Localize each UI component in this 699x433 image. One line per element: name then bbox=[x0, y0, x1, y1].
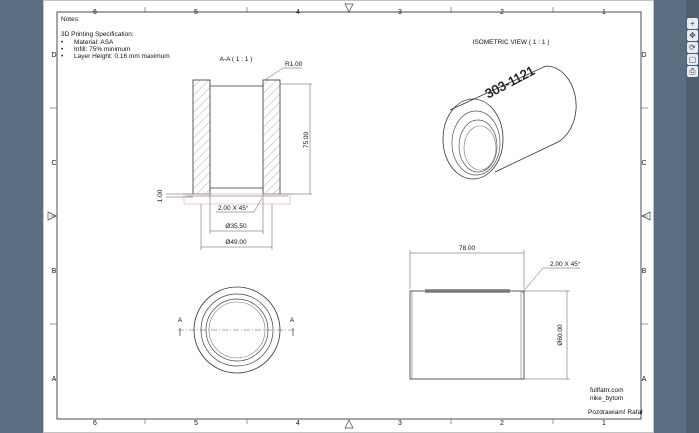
side-view-body bbox=[409, 290, 525, 380]
row-label-b-right: B bbox=[642, 268, 647, 275]
center-mark-top bbox=[344, 3, 354, 13]
left-gutter bbox=[0, 0, 43, 433]
iso-front-face bbox=[442, 98, 504, 180]
col-label-5-top: 5 bbox=[194, 9, 198, 16]
notes-item-layer: Layer Height: 0.16 mm maximum bbox=[74, 53, 170, 60]
dim-outer-dia: Ø49.00 bbox=[225, 239, 247, 246]
col-label-4-top: 4 bbox=[296, 9, 300, 16]
svg-text:•: • bbox=[61, 53, 64, 60]
front-view: A A bbox=[178, 286, 296, 374]
center-mark-right bbox=[641, 211, 651, 221]
pan-icon[interactable]: ✥ bbox=[687, 30, 698, 41]
notes-heading: Notes: bbox=[61, 16, 80, 23]
dim-lip: 1.00 bbox=[157, 189, 164, 202]
notes-spec-title: 3D Printing Specification: bbox=[61, 31, 134, 38]
row-label-d-left: D bbox=[51, 52, 56, 59]
notes-block: Notes: 3D Printing Specification: • Mater… bbox=[61, 16, 170, 60]
cut-label-left: A bbox=[178, 317, 183, 324]
row-label-c-left: C bbox=[51, 160, 56, 167]
iso-engraving: 303-1121 bbox=[483, 63, 538, 102]
center-mark-bottom bbox=[344, 419, 354, 429]
col-label-4-bottom: 4 bbox=[296, 420, 300, 427]
section-lip-outline bbox=[183, 193, 291, 205]
row-label-d-right: D bbox=[641, 52, 646, 59]
col-label-2-bottom: 2 bbox=[500, 420, 504, 427]
dim-radius: R1.00 bbox=[285, 61, 303, 68]
col-label-5-bottom: 5 bbox=[194, 420, 198, 427]
col-label-6-top: 6 bbox=[93, 9, 97, 16]
col-label-3-top: 3 bbox=[398, 9, 402, 16]
dim-diameter: Ø60.00 bbox=[557, 324, 564, 346]
svg-text:•: • bbox=[61, 46, 64, 53]
iso-cylinder-body bbox=[449, 65, 577, 173]
section-wall-right bbox=[262, 79, 281, 195]
row-label-c-right: C bbox=[641, 160, 646, 167]
col-label-1-top: 1 bbox=[602, 9, 606, 16]
section-view: A-A ( 1 : 1 ) 75.00 R1.00 1.00 2.00 X 45… bbox=[157, 56, 312, 250]
row-label-b-left: B bbox=[52, 268, 57, 275]
title-block-site: fullfatrr.com bbox=[590, 387, 624, 394]
center-mark-left bbox=[47, 211, 57, 221]
notes-item-material: Material: ASA bbox=[74, 39, 114, 46]
col-label-2-top: 2 bbox=[500, 9, 504, 16]
fit-icon[interactable]: ▢ bbox=[687, 54, 698, 65]
outer-border bbox=[43, 0, 654, 433]
row-label-a-left: A bbox=[52, 376, 57, 383]
isometric-view: ISOMETRIC VIEW ( 1 : 1 ) 303-1121 bbox=[442, 39, 577, 180]
drawing-sheet bbox=[43, 0, 654, 433]
cut-label-right: A bbox=[290, 317, 295, 324]
row-label-a-right: A bbox=[642, 376, 647, 383]
inner-border bbox=[56, 11, 642, 420]
side-view: 78.00 2.00 X 45° Ø60.00 bbox=[409, 245, 581, 380]
col-label-3-bottom: 3 bbox=[398, 420, 402, 427]
title-block-greeting: Pozdrawiam! Rafal bbox=[588, 409, 643, 416]
dim-side-chamfer: 2.00 X 45° bbox=[550, 260, 581, 268]
col-label-6-bottom: 6 bbox=[93, 420, 97, 427]
dim-length: 78.00 bbox=[459, 245, 476, 252]
col-label-1-bottom: 1 bbox=[602, 420, 606, 427]
title-block: fullfatrr.com nike_bytom Pozdrawiam! Raf… bbox=[588, 387, 643, 416]
side-engraving-edge bbox=[425, 289, 510, 293]
section-view-title: A-A ( 1 : 1 ) bbox=[220, 56, 253, 63]
print-icon[interactable]: ⎙ bbox=[687, 66, 698, 77]
isometric-view-title: ISOMETRIC VIEW ( 1 : 1 ) bbox=[473, 39, 550, 46]
zoom-icon[interactable]: + bbox=[687, 18, 698, 29]
svg-text:•: • bbox=[61, 39, 64, 46]
notes-item-infill: Infill: 75% minimum bbox=[74, 46, 130, 53]
dim-height: 75.00 bbox=[303, 131, 310, 148]
dim-inner-dia: Ø35.50 bbox=[225, 223, 247, 230]
title-block-author: nike_bytom bbox=[590, 395, 623, 402]
dim-chamfer: 2.00 X 45° bbox=[218, 204, 249, 212]
viewer-toolbar: + ✥ ⟳ ▢ ⎙ bbox=[686, 0, 699, 433]
rotate-icon[interactable]: ⟳ bbox=[687, 42, 698, 53]
section-wall-left bbox=[192, 79, 211, 195]
